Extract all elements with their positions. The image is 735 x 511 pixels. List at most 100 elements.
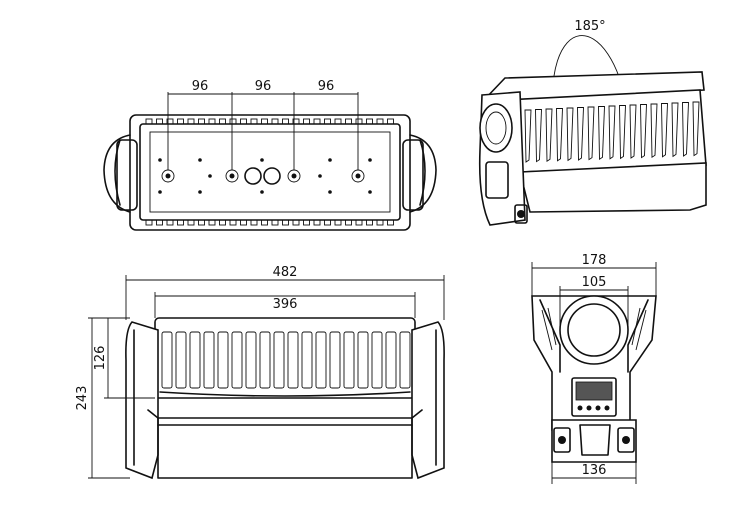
side-dimensions: 178 105 136 xyxy=(531,253,657,484)
top-fin xyxy=(313,219,321,226)
front-view: 482 396 243 126 xyxy=(75,265,445,480)
top-fin xyxy=(303,118,310,125)
center-ring-right xyxy=(263,167,281,185)
top-fin xyxy=(166,118,174,125)
cooling-fin xyxy=(566,107,574,162)
mount-hole-4 xyxy=(351,169,365,183)
mount-hole-3 xyxy=(287,169,301,183)
top-fin xyxy=(145,118,153,125)
cooling-fin xyxy=(189,331,201,389)
top-view: 96 96 96 xyxy=(103,79,437,231)
cooling-fin xyxy=(343,331,355,389)
top-fin xyxy=(156,118,163,125)
top-fin xyxy=(313,118,321,125)
center-ring-left xyxy=(244,167,262,185)
cooling-fin xyxy=(619,105,626,160)
cooling-fin xyxy=(217,331,229,389)
cooling-fin xyxy=(587,106,595,161)
cooling-fin xyxy=(385,331,397,389)
top-fin xyxy=(250,219,258,226)
lens-inner xyxy=(567,303,621,357)
top-fin xyxy=(292,219,300,226)
top-fin xyxy=(271,118,279,125)
top-fin xyxy=(376,219,384,226)
height-label: 243 xyxy=(75,386,90,411)
top-fin xyxy=(355,118,363,125)
top-fin xyxy=(366,219,373,226)
cooling-fin xyxy=(259,331,271,389)
cooling-fin xyxy=(245,331,257,389)
perspective-view: 185° xyxy=(478,19,707,226)
top-fin xyxy=(250,118,258,125)
top-fin xyxy=(229,219,237,226)
top-fin xyxy=(208,219,216,226)
mount-hole-2 xyxy=(225,169,239,183)
top-fin xyxy=(261,219,268,226)
width-label: 482 xyxy=(273,265,298,280)
spacing-label-3: 96 xyxy=(318,79,335,94)
top-fin xyxy=(334,219,342,226)
cooling-fin xyxy=(682,102,689,157)
cooling-fin xyxy=(671,102,679,158)
top-fin xyxy=(187,219,195,226)
cooling-fin xyxy=(556,108,563,162)
top-fin xyxy=(166,219,174,226)
depth-label: 178 xyxy=(582,253,607,268)
top-fin xyxy=(271,219,279,226)
cooling-fin xyxy=(203,331,215,389)
cooling-fin xyxy=(175,331,187,389)
cooling-fin xyxy=(524,109,532,163)
top-fin xyxy=(387,118,394,125)
top-fin xyxy=(240,118,247,125)
cooling-fin xyxy=(629,104,637,159)
cooling-fin xyxy=(315,331,327,389)
top-fin xyxy=(376,118,384,125)
cooling-fin xyxy=(545,108,553,163)
cooling-fin xyxy=(577,107,584,161)
top-fin xyxy=(156,219,163,226)
top-fin xyxy=(366,118,373,125)
top-fin xyxy=(177,219,184,226)
cooling-fin xyxy=(357,331,369,389)
top-fin xyxy=(345,219,352,226)
top-fin xyxy=(219,219,226,226)
cooling-fin xyxy=(287,331,299,389)
top-fin xyxy=(187,118,195,125)
head-height-label: 126 xyxy=(93,346,108,371)
cooling-fin xyxy=(535,109,542,163)
cooling-fin xyxy=(161,331,173,389)
cooling-fin xyxy=(231,331,243,389)
top-fin xyxy=(240,219,247,226)
top-fin xyxy=(282,219,289,226)
top-fin xyxy=(229,118,237,125)
mount-hole-1 xyxy=(161,169,175,183)
top-fin xyxy=(324,118,331,125)
top-spacing-dimensions: 96 96 96 xyxy=(167,79,359,170)
top-fin xyxy=(198,118,205,125)
cooling-fin xyxy=(301,331,313,389)
cooling-fin xyxy=(399,331,411,389)
front-dimensions: 482 396 243 126 xyxy=(75,265,445,479)
cooling-fin xyxy=(692,101,700,157)
side-view: 178 105 136 xyxy=(531,253,657,484)
top-fin xyxy=(334,118,342,125)
base-label: 136 xyxy=(582,463,607,478)
cooling-fin xyxy=(371,331,383,389)
top-fin xyxy=(303,219,310,226)
cooling-fin xyxy=(650,103,658,159)
cooling-fin xyxy=(273,331,285,389)
lens-label: 105 xyxy=(582,275,607,290)
top-fin xyxy=(261,118,268,125)
top-fin xyxy=(177,118,184,125)
top-fin xyxy=(208,118,216,125)
cooling-fin xyxy=(598,106,605,161)
cooling-fin xyxy=(329,331,341,389)
top-fin xyxy=(282,118,289,125)
lens-outer xyxy=(559,295,629,365)
top-fin xyxy=(145,219,153,226)
top-fin xyxy=(198,219,205,226)
top-fin xyxy=(324,219,331,226)
cooling-fin xyxy=(608,105,616,160)
top-fin xyxy=(355,219,363,226)
